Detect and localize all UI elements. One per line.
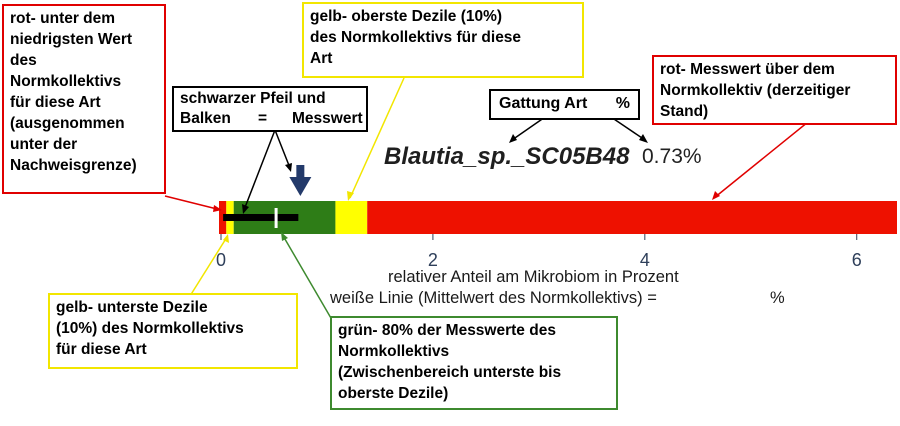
connector-black-bar-head <box>242 204 249 214</box>
connector-green <box>281 233 336 326</box>
arrow-legend-box: schwarzer Pfeil und Balken = Messwert <box>172 86 368 132</box>
connector-yellow-bottom-head <box>223 234 229 243</box>
measured-bar <box>223 214 299 221</box>
x-axis-ticks: 0 2 4 6 <box>216 234 862 270</box>
x-tick-label-0: 0 <box>216 250 226 270</box>
range-segment-4 <box>335 201 368 234</box>
connector-red-above-head <box>712 191 720 200</box>
connector-yellow-top <box>349 77 405 199</box>
header-col2: % <box>615 95 630 112</box>
connector-header-value-head <box>639 134 648 143</box>
x-tick-label-2: 4 <box>640 250 650 270</box>
x-axis-title: relativer Anteil am Mikrobiom in Prozent <box>388 268 679 286</box>
arrow-legend-line1: schwarzer Pfeil und <box>180 90 326 107</box>
arrow-legend-equals: = <box>258 110 268 127</box>
white-line-note: weiße Linie (Mittelwert des Normkollekti… <box>330 289 657 307</box>
range-segment-5 <box>367 201 897 234</box>
callout-connectors <box>164 77 809 326</box>
connector-red-below <box>164 195 222 211</box>
callout-green: grün- 80% der Messwerte des Normkollekti… <box>330 316 618 410</box>
measured-arrow-shaft <box>296 165 305 178</box>
connector-yellow-top-head <box>347 191 354 201</box>
range-bar <box>219 165 897 234</box>
callout-red-above: rot- Messwert über dem Normkollektiv (de… <box>652 55 897 125</box>
connector-yellow-bottom <box>189 236 228 297</box>
connector-black-arrow <box>274 129 291 169</box>
species-name: Blautia_sp._SC05B48 <box>384 143 630 170</box>
header-box: Gattung Art % <box>489 89 640 120</box>
callout-red-below: rot- unter dem niedrigsten Wert des Norm… <box>2 4 166 194</box>
x-tick-label-3: 6 <box>852 250 862 270</box>
range-segment-1 <box>219 201 227 234</box>
header-col1: Gattung Art <box>499 95 588 112</box>
connector-green-head <box>281 232 288 241</box>
connector-black-arrow-head <box>285 163 292 172</box>
connector-red-above <box>713 121 809 199</box>
callout-yellow-bottom: gelb- unterste Dezile (10%) des Normkoll… <box>48 293 298 369</box>
species-value: 0.73% <box>642 145 702 168</box>
connector-header-species-head <box>509 134 517 143</box>
connector-red-below-head <box>213 205 222 212</box>
mean-line <box>274 208 278 228</box>
callout-yellow-top: gelb- oberste Dezile (10%) des Normkolle… <box>302 2 584 78</box>
arrow-legend-label: Balken <box>180 110 231 127</box>
x-tick-label-1: 2 <box>428 250 438 270</box>
connector-black-bar <box>243 129 276 211</box>
measured-arrow-head <box>289 177 312 196</box>
arrow-legend-value: Messwert <box>292 110 363 127</box>
white-line-pct: % <box>770 289 785 307</box>
